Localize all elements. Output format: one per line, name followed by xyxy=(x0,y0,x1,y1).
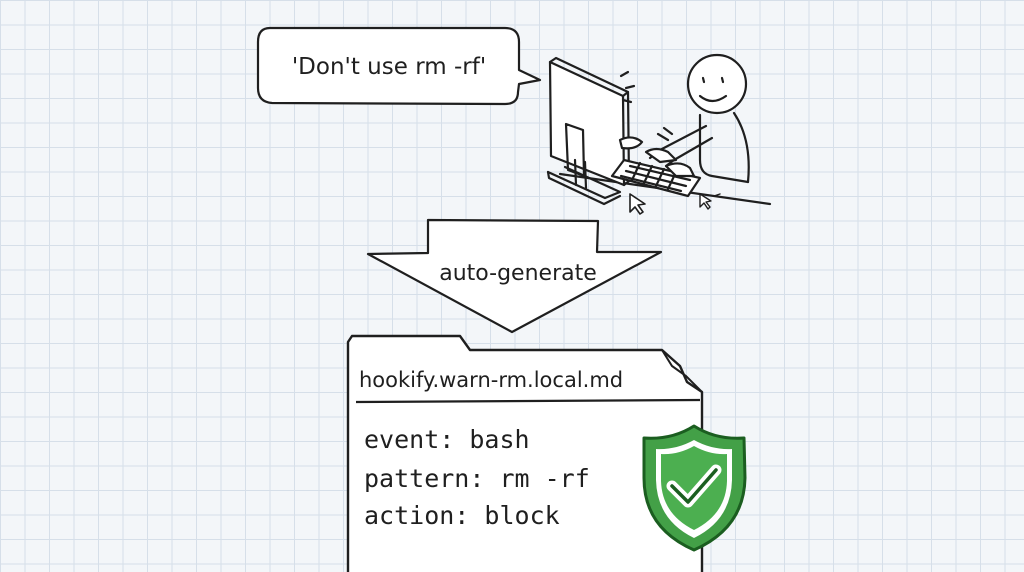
arrow-label: auto-generate xyxy=(439,261,597,286)
monitor-icon xyxy=(546,56,631,206)
file-line: pattern: rm -rf xyxy=(364,464,590,493)
person-eyes xyxy=(701,76,725,84)
auto-generate-arrow: auto-generate xyxy=(366,218,663,334)
file-line: event: bash xyxy=(364,425,530,454)
mouse-icon xyxy=(618,136,644,150)
cursor-icon xyxy=(699,193,712,210)
cursor-icon xyxy=(629,193,646,215)
shield-check-icon xyxy=(642,424,747,552)
person-smile xyxy=(698,94,728,103)
file-name: hookify.warn-rm.local.md xyxy=(359,368,623,392)
person-head xyxy=(686,53,748,115)
file-line: action: block xyxy=(364,501,560,530)
file-divider xyxy=(355,398,701,404)
speech-bubble: 'Don't use rm -rf' xyxy=(256,26,542,106)
person-at-computer-illustration xyxy=(546,53,772,215)
speech-bubble-text: 'Don't use rm -rf' xyxy=(292,54,486,80)
file-card: hookify.warn-rm.local.md event: bash pat… xyxy=(346,334,704,572)
